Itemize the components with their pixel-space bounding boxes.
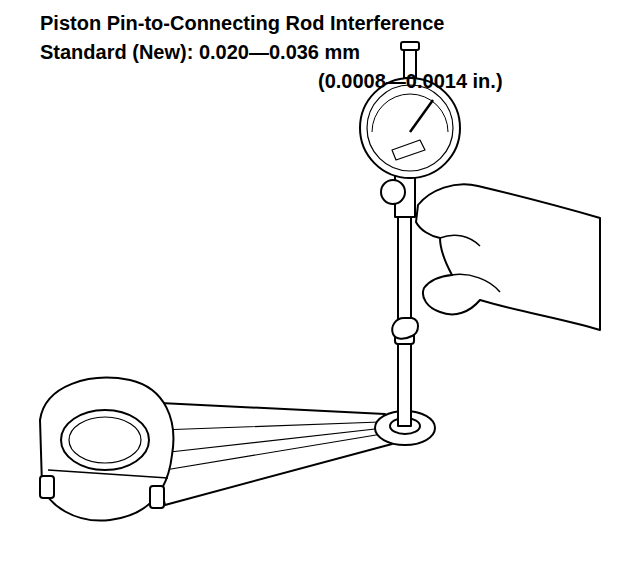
hand-fingertip [392, 318, 418, 339]
big-end-bore-edge [69, 417, 141, 463]
cap-bolt [40, 476, 54, 498]
dial-window [392, 140, 425, 160]
cap-parting-line [48, 470, 168, 478]
dial-scale [372, 94, 448, 132]
gauge-knob [381, 180, 405, 204]
title: Piston Pin-to-Connecting Rod Interferenc… [40, 11, 444, 35]
spec-label: Standard (New): 0.020—0.036 mm [40, 40, 360, 64]
rod-rib [160, 422, 384, 470]
big-end-bore [61, 410, 149, 470]
spec-label: (0.0008—0.0014 in.) [318, 69, 503, 93]
rod-big-end [40, 378, 173, 521]
hand [416, 184, 600, 330]
dial-needle [410, 100, 433, 132]
dial-ring [367, 85, 453, 171]
finger-crease [440, 235, 500, 292]
dial-face [360, 78, 460, 178]
gauge-cap [401, 42, 419, 50]
rod-beam [140, 402, 392, 505]
cap-bolt [150, 486, 164, 508]
